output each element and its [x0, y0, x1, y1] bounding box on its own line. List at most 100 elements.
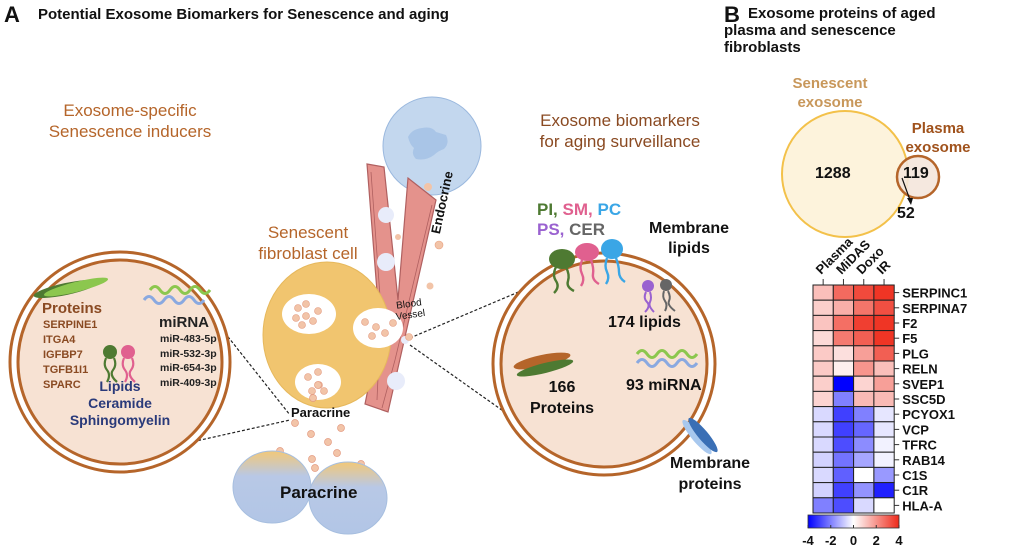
illustration: [8, 96, 718, 535]
membrane-proteins-line-1: Membrane: [669, 455, 751, 472]
lipid-class-sm: SM,: [562, 200, 593, 219]
row-label: F5: [902, 331, 917, 346]
right-exosome: [491, 239, 718, 477]
lipid-class-cer: CER: [569, 220, 606, 239]
membrane-lipids-line-1: Membrane: [648, 220, 730, 237]
heatmap-cell: [832, 482, 855, 499]
mirna-icon: [635, 349, 699, 359]
membrane-lipids-line-2: lipids: [668, 240, 710, 257]
left-proteins-heading: Proteins: [42, 300, 103, 317]
left-heading-line-1: Exosome-specific: [63, 101, 197, 120]
heatmap-cell: [873, 482, 895, 499]
nucleus-shape: [408, 127, 448, 160]
row-label: SERPINC1: [902, 286, 967, 301]
heatmap-cell: [832, 375, 855, 392]
row-label: SVEP1: [902, 377, 944, 392]
heatmap-cell: [853, 497, 875, 514]
heatmap-cell: [812, 406, 834, 423]
target-cell-top: [382, 96, 482, 196]
heatmap-cell: [832, 299, 855, 316]
left-exosome: [8, 250, 232, 474]
colorbar-tick-label: 4: [895, 533, 903, 548]
blood-vessel-label: Blood Vessel: [394, 297, 426, 323]
panel-b-title-line-3: fibroblasts: [724, 39, 801, 56]
heatmap-cell: [832, 451, 855, 468]
connector-line: [119, 419, 291, 459]
paracrine-large-label: Paracrine: [280, 483, 358, 502]
venn-plasma-label: Plasma exosome: [893, 119, 983, 157]
heatmap: PlasmaMiDASDoxoIRSERPINC1SERPINA7F2F5PLG…: [802, 234, 967, 548]
colorbar-tick-label: 0: [850, 533, 857, 548]
heatmap-cell: [832, 436, 855, 453]
protein-item: SERPINE1: [43, 319, 98, 331]
panel-b-letter: B: [724, 2, 740, 27]
row-label: C1S: [902, 468, 928, 483]
heatmap-cell: [873, 436, 895, 453]
lipid-item: Ceramide: [88, 395, 152, 411]
panel-b-title-line-2: plasma and senescence: [724, 22, 896, 39]
panel-b-title: Exosome proteins of aged plasma and sene…: [724, 5, 1014, 56]
panel-b-title-line-1: Exosome proteins of aged: [748, 5, 936, 22]
venn-senescent-label: Senescent exosome: [770, 74, 890, 112]
venn-senescent-label-line-2: exosome: [797, 94, 863, 111]
heatmap-cell: [853, 330, 875, 347]
colorbar-tick-label: 2: [873, 533, 880, 548]
mirna-item: miR-532-3p: [160, 347, 217, 360]
heatmap-cell: [853, 421, 875, 438]
heatmap-cell: [812, 284, 834, 301]
heatmap-cell: [873, 375, 895, 392]
venn-plasma-label-line-2: exosome: [905, 139, 971, 156]
heatmap-cell: [812, 497, 834, 514]
protein-item: SPARC: [43, 379, 81, 391]
heatmap-cell: [832, 360, 855, 377]
right-heading-line-2: for aging surveillance: [539, 132, 701, 151]
membrane-protein-icon: [682, 417, 718, 455]
mirna-item: miR-409-3p: [160, 376, 217, 389]
protein-icon: [43, 277, 109, 297]
lipid-class-pc: PC: [597, 200, 622, 219]
heatmap-cell: [873, 390, 895, 408]
left-heading: Exosome-specific Senescence inducers: [10, 100, 250, 142]
lipid-class-line-2: PS, CER: [537, 220, 621, 240]
heatmap-cell: [812, 330, 834, 347]
lipids-heading: Lipids: [99, 378, 141, 394]
heatmap-cell: [832, 390, 855, 408]
heatmap-cell: [832, 284, 855, 301]
heatmap-cell: [873, 451, 895, 468]
heatmap-cell: [832, 497, 855, 514]
heatmap-cell: [812, 375, 834, 392]
cell-label-line-1: Senescent: [267, 223, 349, 242]
lipid-class-line-1: PI, SM, PC: [537, 200, 621, 220]
venn-intersection-arrow: [901, 177, 911, 201]
heatmap-cell: [832, 345, 855, 362]
heatmap-cell: [812, 360, 834, 377]
venn-plasma-count: 119: [903, 165, 929, 182]
left-mirna-list: miR-483-5p miR-532-3p miR-654-3p miR-409…: [160, 332, 217, 390]
venn-senescent-count: 1288: [815, 165, 851, 182]
lipid-class-labels: PI, SM, PC PS, CER: [537, 200, 621, 240]
mirna-icon: [635, 358, 699, 368]
row-label: RELN: [902, 362, 937, 377]
heatmap-cell: [853, 284, 875, 301]
proteins-count: 166: [548, 379, 576, 396]
heatmap-cell: [873, 421, 895, 438]
lipid-class-ps: PS,: [537, 220, 565, 239]
row-label: PLG: [902, 346, 929, 361]
heatmap-cell: [853, 406, 875, 423]
protein-item: ITGA4: [43, 334, 76, 346]
lipid-class-pi: PI,: [537, 200, 558, 219]
heatmap-cell: [812, 299, 834, 316]
panel-a-letter: A: [4, 2, 20, 27]
membrane-proteins-label: Membrane proteins: [665, 453, 755, 495]
heatmap-cell: [853, 390, 875, 408]
heatmap-cell: [832, 314, 855, 332]
heatmap-cell: [873, 345, 895, 362]
senescent-cell-label: Senescent fibroblast cell: [238, 222, 378, 264]
row-label: RAB14: [902, 453, 945, 468]
heatmap-cell: [812, 466, 834, 484]
left-protein-list: SERPINE1 ITGA4 IGFBP7 TGFB1I1 SPARC: [43, 318, 97, 393]
left-lipids: Lipids Ceramide Sphingomyelin: [50, 378, 190, 429]
heatmap-cell: [873, 360, 895, 377]
colorbar-tick-label: -2: [825, 533, 837, 548]
heatmap-cell: [832, 466, 855, 484]
